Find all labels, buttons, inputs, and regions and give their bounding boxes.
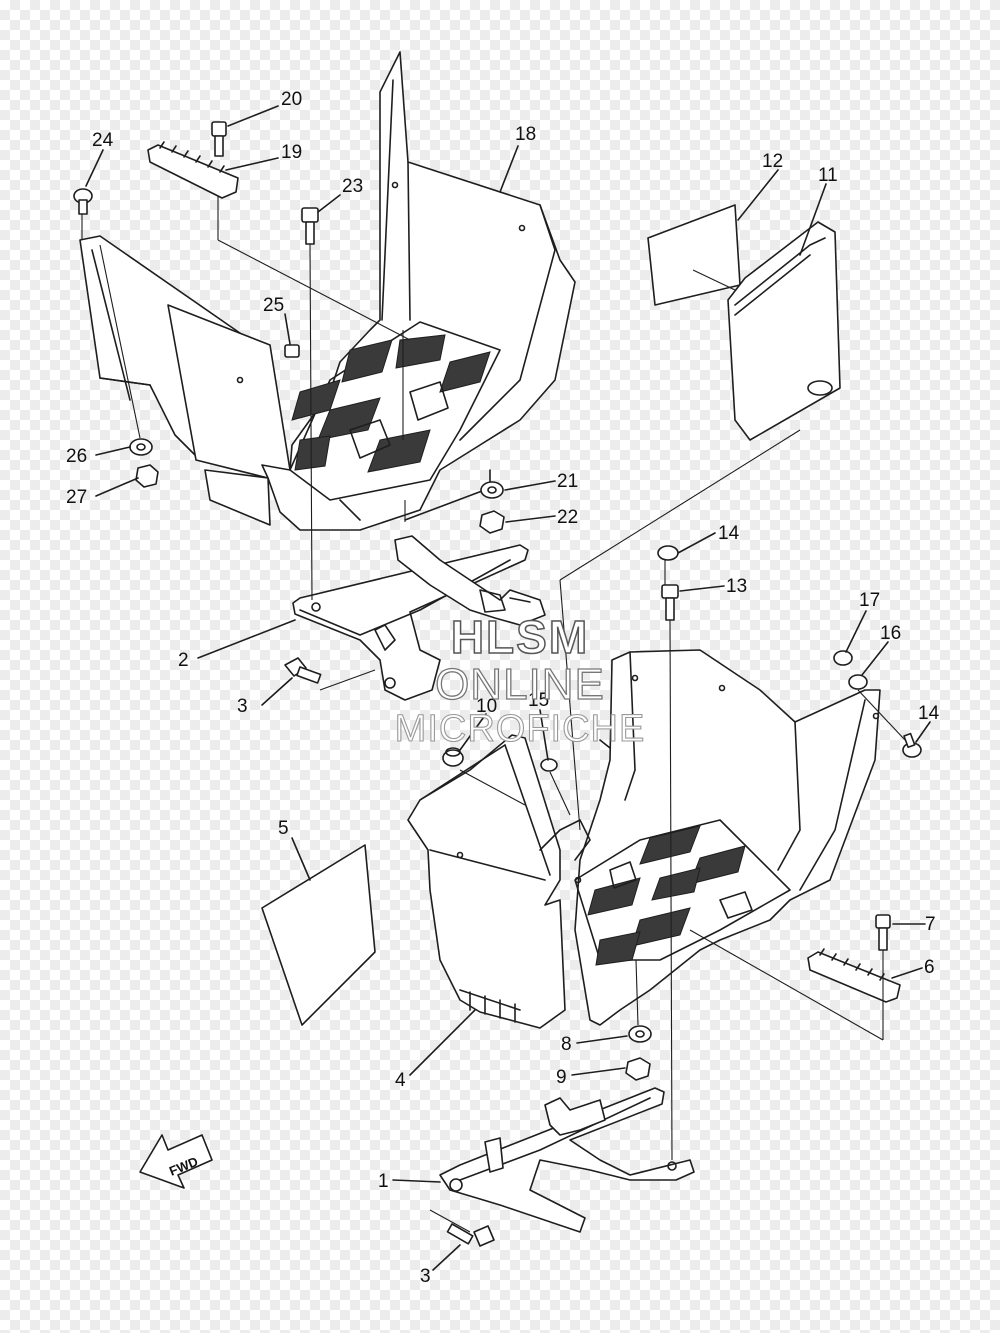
washer-26 bbox=[129, 438, 153, 456]
bolt-3-lower bbox=[446, 1223, 495, 1247]
callout-15: 15 bbox=[528, 690, 549, 711]
grommet-10 bbox=[442, 747, 464, 767]
callout-12: 12 bbox=[762, 151, 783, 172]
callout-4: 4 bbox=[395, 1070, 406, 1091]
nut-9 bbox=[625, 1057, 651, 1081]
footpeg-pad-lower bbox=[807, 914, 901, 1003]
callout-18: 18 bbox=[515, 124, 536, 145]
bolt-13 bbox=[661, 584, 679, 621]
callout-7: 7 bbox=[925, 914, 936, 935]
bolt-23 bbox=[301, 207, 319, 245]
decal-5 bbox=[261, 844, 376, 1026]
callout-14-right: 14 bbox=[918, 703, 940, 724]
callout-5: 5 bbox=[278, 818, 289, 839]
nut-27 bbox=[135, 464, 159, 488]
washer-8 bbox=[628, 1025, 652, 1043]
callout-3-upper: 3 bbox=[237, 696, 248, 717]
decal-12 bbox=[647, 204, 741, 306]
callout-numbers: 24 20 19 23 18 12 11 25 26 27 21 22 14 1… bbox=[66, 89, 940, 1287]
forward-arrow-icon: FWD bbox=[139, 1134, 213, 1189]
nut-17 bbox=[833, 650, 853, 666]
upper-footrest-assembly bbox=[79, 51, 576, 531]
nut-22 bbox=[479, 510, 505, 534]
bolt-25 bbox=[284, 344, 300, 358]
leader-lines bbox=[85, 105, 931, 1271]
screw-14-top bbox=[657, 545, 679, 561]
plate-11 bbox=[727, 221, 841, 441]
callout-6: 6 bbox=[924, 957, 935, 978]
bolt-24 bbox=[73, 188, 93, 215]
callout-13: 13 bbox=[726, 576, 747, 597]
callout-21: 21 bbox=[557, 471, 578, 492]
callout-23: 23 bbox=[342, 176, 363, 197]
screw-14-right bbox=[902, 732, 922, 758]
callout-9: 9 bbox=[556, 1067, 567, 1088]
callout-27: 27 bbox=[66, 487, 87, 508]
callout-24: 24 bbox=[92, 130, 114, 151]
grommet-16 bbox=[848, 674, 868, 690]
bracket-1 bbox=[439, 1087, 695, 1233]
callout-10: 10 bbox=[476, 696, 497, 717]
washer-21 bbox=[480, 481, 504, 499]
bolt-3-upper bbox=[284, 657, 322, 684]
callout-26: 26 bbox=[66, 446, 87, 467]
bolt-15 bbox=[540, 758, 558, 772]
callout-8: 8 bbox=[561, 1034, 572, 1055]
callout-11: 11 bbox=[818, 165, 838, 186]
callout-14-top: 14 bbox=[718, 523, 740, 544]
callout-1: 1 bbox=[378, 1171, 389, 1192]
callout-17: 17 bbox=[859, 590, 880, 611]
callout-25: 25 bbox=[263, 295, 284, 316]
lower-footrest-assembly bbox=[407, 649, 881, 1029]
callout-20: 20 bbox=[281, 89, 302, 110]
footpeg-pad-upper bbox=[147, 121, 239, 199]
callout-22: 22 bbox=[557, 507, 578, 528]
callout-19: 19 bbox=[281, 142, 302, 163]
callout-3-lower: 3 bbox=[420, 1266, 431, 1287]
callout-16: 16 bbox=[880, 623, 901, 644]
assembly-lines bbox=[81, 196, 906, 1233]
callout-2: 2 bbox=[178, 650, 189, 671]
bracket-2 bbox=[292, 535, 546, 701]
